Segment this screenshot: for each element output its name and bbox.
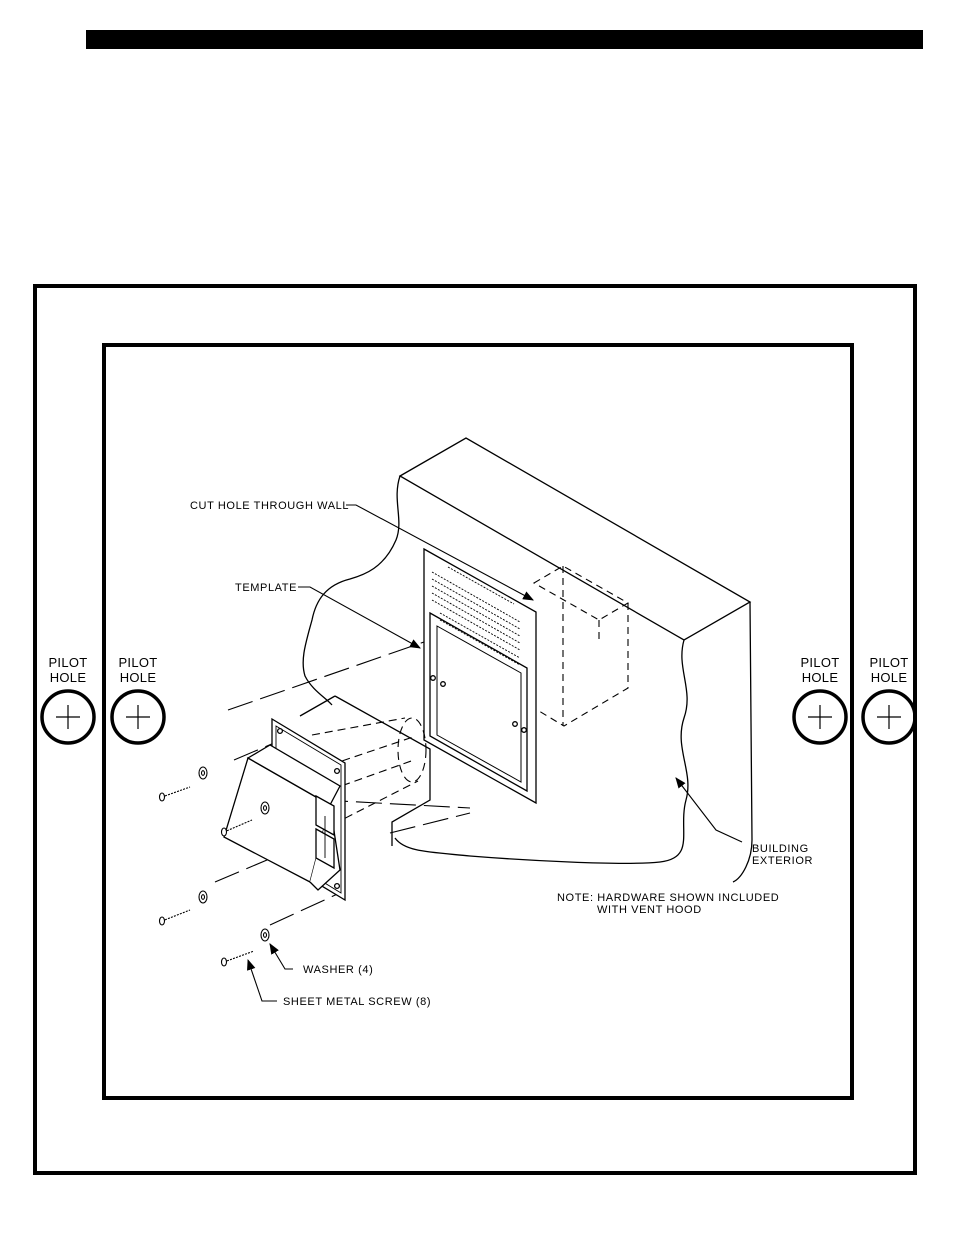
hardware-note: WITH VENT HOOD (597, 904, 702, 916)
washer-label: WASHER (4) (303, 964, 373, 976)
template-sheet (424, 549, 536, 803)
screw-icon (160, 910, 191, 925)
hardware-note: NOTE: HARDWARE SHOWN INCLUDED (557, 892, 779, 904)
screw-label: SHEET METAL SCREW (8) (283, 996, 431, 1008)
screw-icon (160, 787, 191, 801)
washer-icon (261, 802, 269, 814)
washer-icon (199, 767, 207, 779)
template-label: TEMPLATE (235, 582, 297, 594)
cut-hole-label: CUT HOLE THROUGH WALL (190, 500, 349, 512)
washer-icon (199, 891, 207, 903)
washer-icon (261, 929, 269, 941)
building-exterior-label: BUILDING (752, 843, 809, 855)
building-exterior-label: EXTERIOR (752, 855, 813, 867)
